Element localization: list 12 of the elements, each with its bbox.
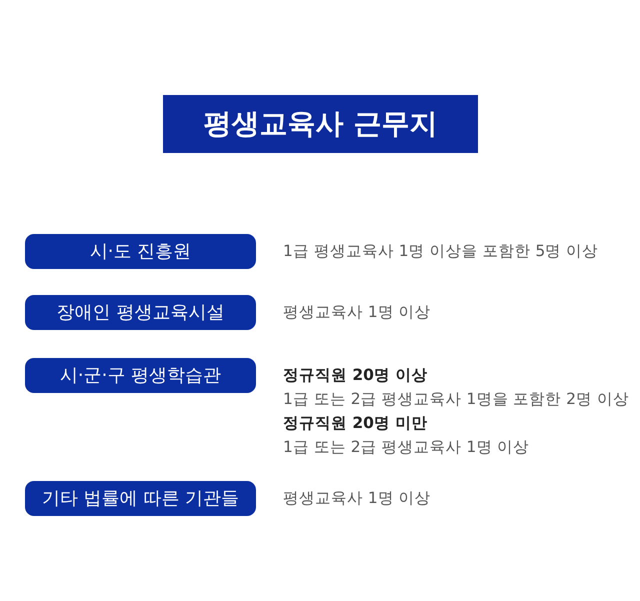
title-banner: 평생교육사 근무지 [163,95,478,153]
requirement-text: 평생교육사 1명 이상 [283,488,431,509]
requirement-text: 1급 평생교육사 1명 이상을 포함한 5명 이상 [283,241,598,262]
category-pill: 시·도 진흥원 [25,234,256,269]
condition-heading: 정규직원 20명 미만 [283,413,428,434]
category-pill: 장애인 평생교육시설 [25,295,256,330]
requirement-text: 1급 또는 2급 평생교육사 1명 이상 [283,437,530,458]
requirement-text: 평생교육사 1명 이상 [283,302,431,323]
requirement-text: 1급 또는 2급 평생교육사 1명을 포함한 2명 이상 [283,389,629,410]
condition-heading: 정규직원 20명 이상 [283,365,428,386]
category-pill: 기타 법률에 따른 기관들 [25,481,256,516]
category-pill: 시·군·구 평생학습관 [25,358,256,393]
